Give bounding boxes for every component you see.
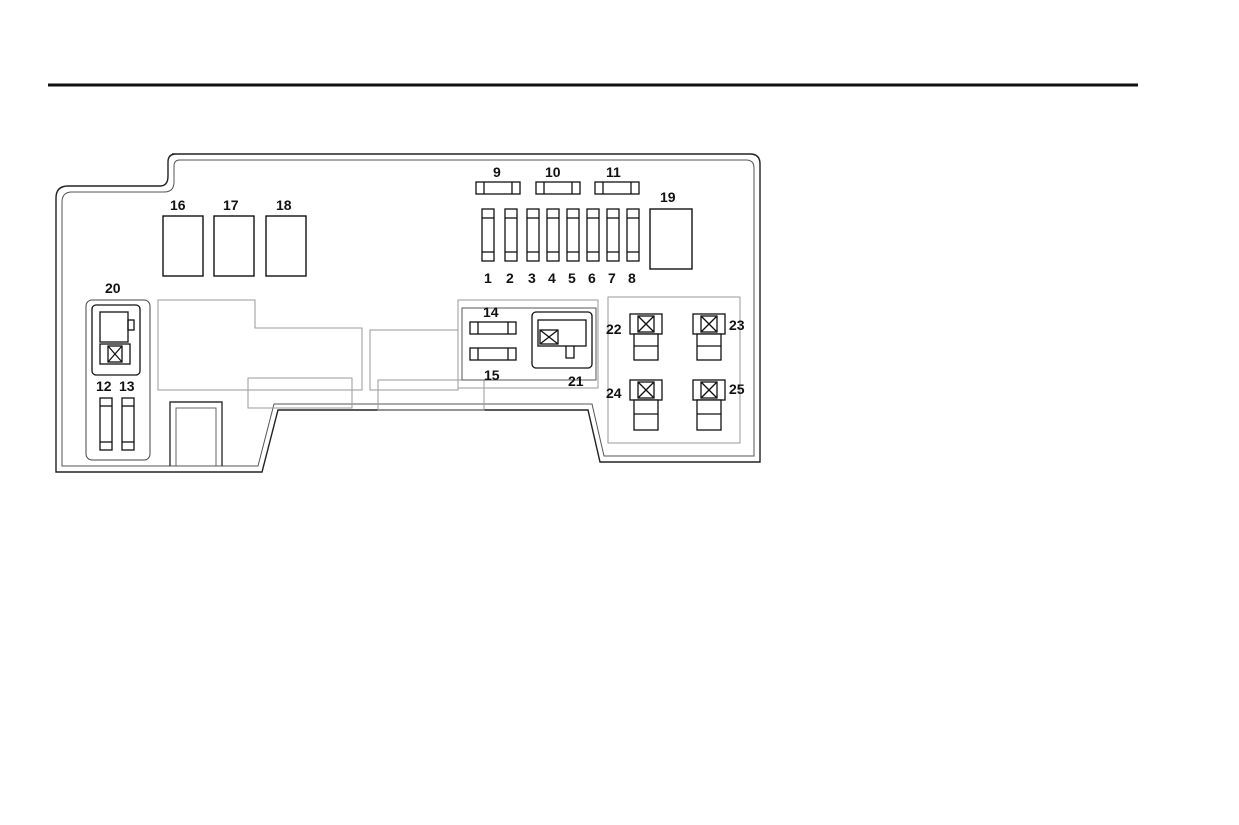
- label-5: 5: [568, 270, 576, 286]
- relay-icon: [265, 215, 307, 277]
- fuse-icon: [586, 208, 600, 262]
- relay-icon: [649, 208, 693, 270]
- fuse-row-vertical: [481, 208, 640, 262]
- mini-relay-icon: [629, 379, 663, 431]
- mini-relay-icon: [692, 379, 726, 431]
- fuse-icon: [546, 208, 560, 262]
- label-9: 9: [493, 164, 501, 180]
- mini-relay-icon: [692, 313, 726, 361]
- component-labels: 1 2 3 4 5 6 7 8 9 10 11 12 13 14 15 16 1…: [96, 164, 745, 401]
- label-17: 17: [223, 197, 239, 213]
- fuse-icon: [526, 208, 540, 262]
- relay-icon: [162, 215, 204, 277]
- mini-relay-icon: [629, 313, 663, 361]
- fuse-icon: [99, 397, 113, 451]
- label-18: 18: [276, 197, 292, 213]
- label-22: 22: [606, 321, 622, 337]
- label-11: 11: [606, 164, 621, 180]
- label-3: 3: [528, 270, 536, 286]
- fuse-icon: [626, 208, 640, 262]
- label-20: 20: [105, 280, 121, 296]
- mini-relay-icon: [99, 311, 129, 343]
- label-14: 14: [483, 304, 499, 320]
- label-10: 10: [545, 164, 561, 180]
- fuse-icon: [606, 208, 620, 262]
- internal-structure: [157, 296, 741, 444]
- mini-relays-22-25: [629, 313, 726, 431]
- fuse-pair-14-15: [461, 307, 597, 381]
- fuse-icon: [594, 181, 640, 195]
- label-7: 7: [608, 270, 616, 286]
- label-24: 24: [606, 385, 622, 401]
- label-15: 15: [484, 367, 500, 383]
- label-25: 25: [729, 381, 745, 397]
- label-23: 23: [729, 317, 745, 333]
- fuse-icon: [535, 181, 581, 195]
- label-13: 13: [119, 378, 135, 394]
- label-12: 12: [96, 378, 112, 394]
- label-6: 6: [588, 270, 596, 286]
- label-1: 1: [484, 270, 492, 286]
- fuse-icon: [481, 208, 495, 262]
- label-21: 21: [568, 373, 584, 389]
- fuse-box-outline: [55, 153, 761, 473]
- mini-relay-21: [531, 311, 593, 369]
- fuse-row-top: [475, 181, 640, 195]
- label-2: 2: [506, 270, 514, 286]
- fuse-icon: [469, 347, 517, 361]
- label-4: 4: [548, 270, 556, 286]
- fuse-icon: [475, 181, 521, 195]
- relay-group-large: [162, 208, 693, 277]
- label-16: 16: [170, 197, 186, 213]
- fuse-icon: [566, 208, 580, 262]
- relay-icon: [213, 215, 255, 277]
- mini-relay-20-group: [85, 299, 151, 461]
- label-8: 8: [628, 270, 636, 286]
- fuse-icon: [121, 397, 135, 451]
- fuse-icon: [504, 208, 518, 262]
- label-19: 19: [660, 189, 676, 205]
- fuse-icon: [469, 321, 517, 335]
- mini-relay-icon: [537, 319, 587, 347]
